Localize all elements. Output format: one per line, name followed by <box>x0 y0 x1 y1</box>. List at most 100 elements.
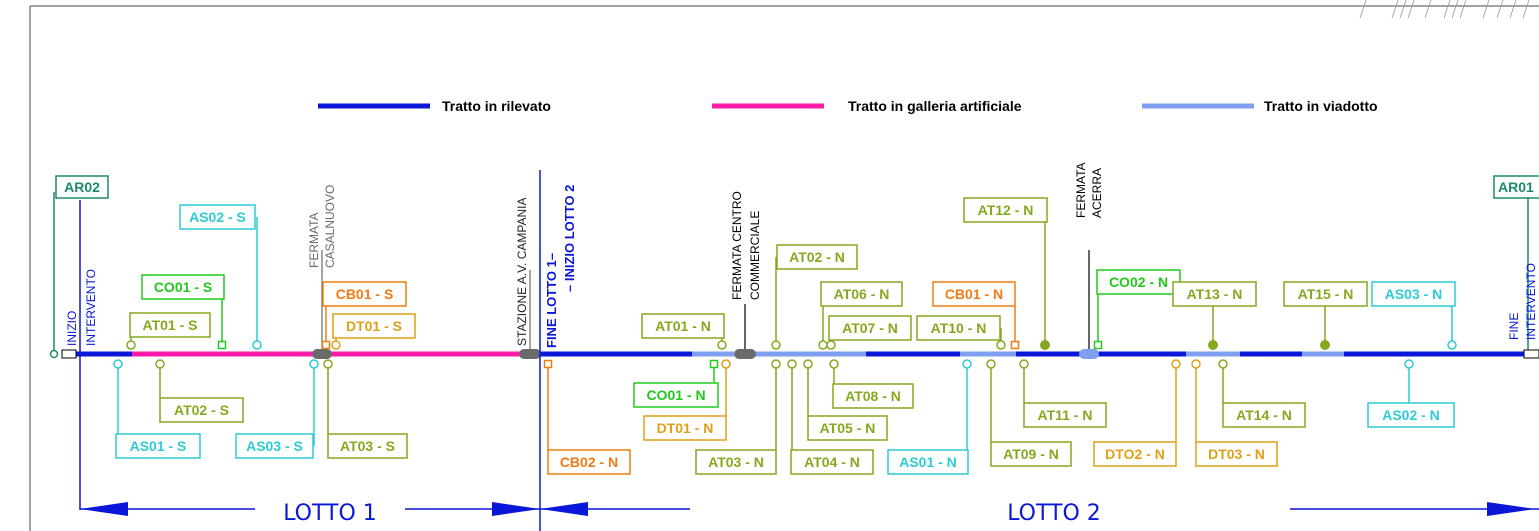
end-label-1: FINE <box>1507 313 1521 340</box>
tag-box <box>887 449 969 475</box>
lot-dimensions: LOTTO 1 LOTTO 2 <box>80 499 1539 526</box>
tag-box <box>820 281 903 307</box>
tag-box <box>332 313 416 339</box>
tag-dt03-n: DT03 - N <box>1191 359 1278 467</box>
platform-centro <box>734 349 756 359</box>
tag-marker <box>1010 340 1020 350</box>
tag-as03-s: AS03 - S <box>235 359 319 459</box>
hatch-marks <box>1359 0 1530 19</box>
tag-as02-s: AS02 - S <box>179 204 262 350</box>
start-label-2: INTERVENTO <box>84 269 98 346</box>
tag-marker <box>1171 359 1181 369</box>
tag-box <box>129 312 211 338</box>
tag-at06-n: AT06 - N <box>818 281 903 350</box>
tag-label: AS01 - N <box>899 454 957 470</box>
tag-label: CB01 - S <box>336 286 394 302</box>
tag-label: AT01 - N <box>655 318 711 334</box>
tag-label: CO02 - N <box>1109 274 1168 290</box>
tag-at07-n: AT07 - N <box>826 315 912 350</box>
tag-marker <box>126 340 136 350</box>
tag-label: DT01 - N <box>657 420 714 436</box>
tag-label: DT03 - N <box>1208 446 1265 462</box>
tag-box <box>790 449 874 475</box>
tag-marker <box>217 340 227 350</box>
tag-marker <box>1019 359 1029 369</box>
tag-label: AS01 - S <box>130 438 187 454</box>
tag-box <box>807 415 888 441</box>
tag-cb01-s: CB01 - S <box>321 281 407 350</box>
tag-box <box>322 281 407 307</box>
tag-box <box>1172 281 1257 307</box>
tag-marker <box>321 340 331 350</box>
tag-label: AT03 - S <box>340 438 395 454</box>
tag-label: AT03 - N <box>708 454 764 470</box>
tag-box <box>1371 281 1456 307</box>
tag-label: AT13 - N <box>1187 286 1243 302</box>
tag-marker <box>709 359 719 369</box>
tag-box <box>141 274 225 300</box>
start-end-markers: AR02 INIZIO INTERVENTO AR01 FINE INTERVE… <box>49 170 1539 531</box>
tag-co01-s: CO01 - S <box>141 274 227 350</box>
end-code-label: AR01 <box>1498 179 1534 195</box>
tag-label: AT12 - N <box>978 202 1034 218</box>
tag-at12-n: AT12 - N <box>963 197 1050 350</box>
tag-marker <box>543 359 553 369</box>
tag-box <box>643 415 727 441</box>
tag-marker <box>826 340 836 350</box>
tag-dt01-s: DT01 - S <box>331 313 416 350</box>
tag-as03-n: AS03 - N <box>1371 281 1457 350</box>
track <box>68 349 1524 359</box>
tag-box <box>1367 402 1455 428</box>
tag-label: AT06 - N <box>834 286 890 302</box>
lotto1-label: LOTTO 1 <box>283 501 377 526</box>
station-centro-label-2: COMMERCIALE <box>748 211 762 300</box>
tag-label: AT02 - N <box>789 249 845 265</box>
boundary-label-1: FINE LOTTO 1– <box>544 253 559 348</box>
tag-label: CO01 - N <box>646 387 705 403</box>
tag-box <box>695 449 777 475</box>
start-label-1: INIZIO <box>65 311 79 346</box>
tag-marker <box>113 359 123 369</box>
tag-box <box>828 315 912 341</box>
tag-at05-n: AT05 - N <box>803 359 888 441</box>
legend-label-galleria: Tratto in galleria artificiale <box>848 98 1022 114</box>
tag-marker <box>323 359 333 369</box>
tag-at08-n: AT08 - N <box>829 359 914 409</box>
tag-co02-n: CO02 - N <box>1093 269 1181 350</box>
tag-dto2-n: DTO2 - N <box>1093 359 1181 467</box>
station-campania-label: STAZIONE A.V. CAMPANIA <box>515 198 529 346</box>
station-centro-label-1: FERMATA CENTRO <box>730 191 744 300</box>
start-code-label: AR02 <box>64 179 100 195</box>
legend-label-rilevato: Tratto in rilevato <box>442 98 551 114</box>
tag-label: AT04 - N <box>804 454 860 470</box>
tag-at15-n: AT15 - N <box>1283 281 1368 350</box>
tag-at03-s: AT03 - S <box>323 359 408 459</box>
tag-marker <box>818 340 828 350</box>
tag-marker <box>331 340 341 350</box>
tag-marker <box>996 340 1006 350</box>
platform-campania <box>519 349 541 359</box>
tag-cb01-n: CB01 - N <box>932 281 1020 350</box>
tag-at04-n: AT04 - N <box>787 359 874 475</box>
tag-marker <box>1218 359 1228 369</box>
tag-box <box>963 197 1048 223</box>
tag-co01-n: CO01 - N <box>633 359 719 408</box>
end-label-2: INTERVENTO <box>1524 263 1538 340</box>
tag-label: AS02 - S <box>189 209 246 225</box>
tag-marker <box>771 359 781 369</box>
tag-at10-n: AT10 - N <box>916 315 1006 350</box>
tag-marker <box>717 340 727 350</box>
tag-marker <box>1191 359 1201 369</box>
tag-box <box>115 433 201 459</box>
tag-box <box>990 441 1072 467</box>
tag-label: CB01 - N <box>945 286 1003 302</box>
tag-box <box>776 244 858 270</box>
tag-box <box>547 449 631 475</box>
tag-label: AT08 - N <box>845 388 901 404</box>
tag-as01-s: AS01 - S <box>113 359 201 459</box>
tag-marker <box>803 359 813 369</box>
tag-at03-n: AT03 - N <box>695 359 781 475</box>
station-casalnuovo-label-1: FERMATA <box>307 212 321 268</box>
tag-label: AT02 - S <box>174 402 229 418</box>
